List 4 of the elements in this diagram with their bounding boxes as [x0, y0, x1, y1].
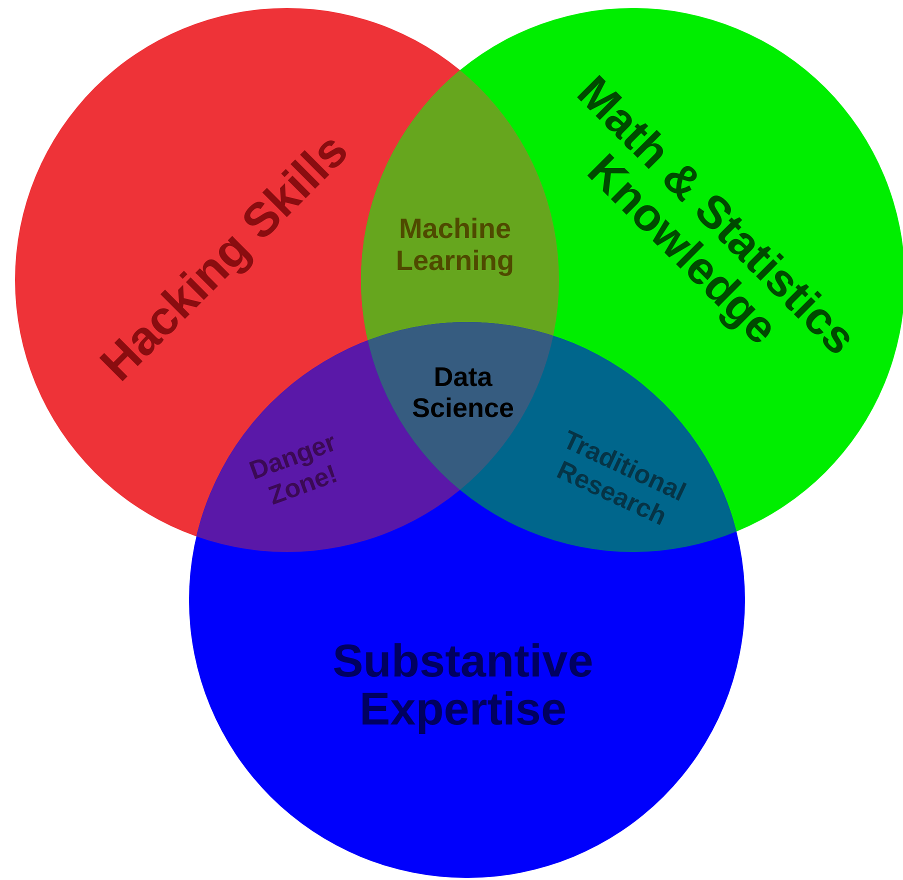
region-label: Data Science: [410, 362, 516, 424]
region-label: Danger Zone!: [244, 426, 342, 512]
circle-label: Substantive Expertise: [332, 636, 594, 734]
region-label: Machine Learning: [394, 212, 516, 278]
